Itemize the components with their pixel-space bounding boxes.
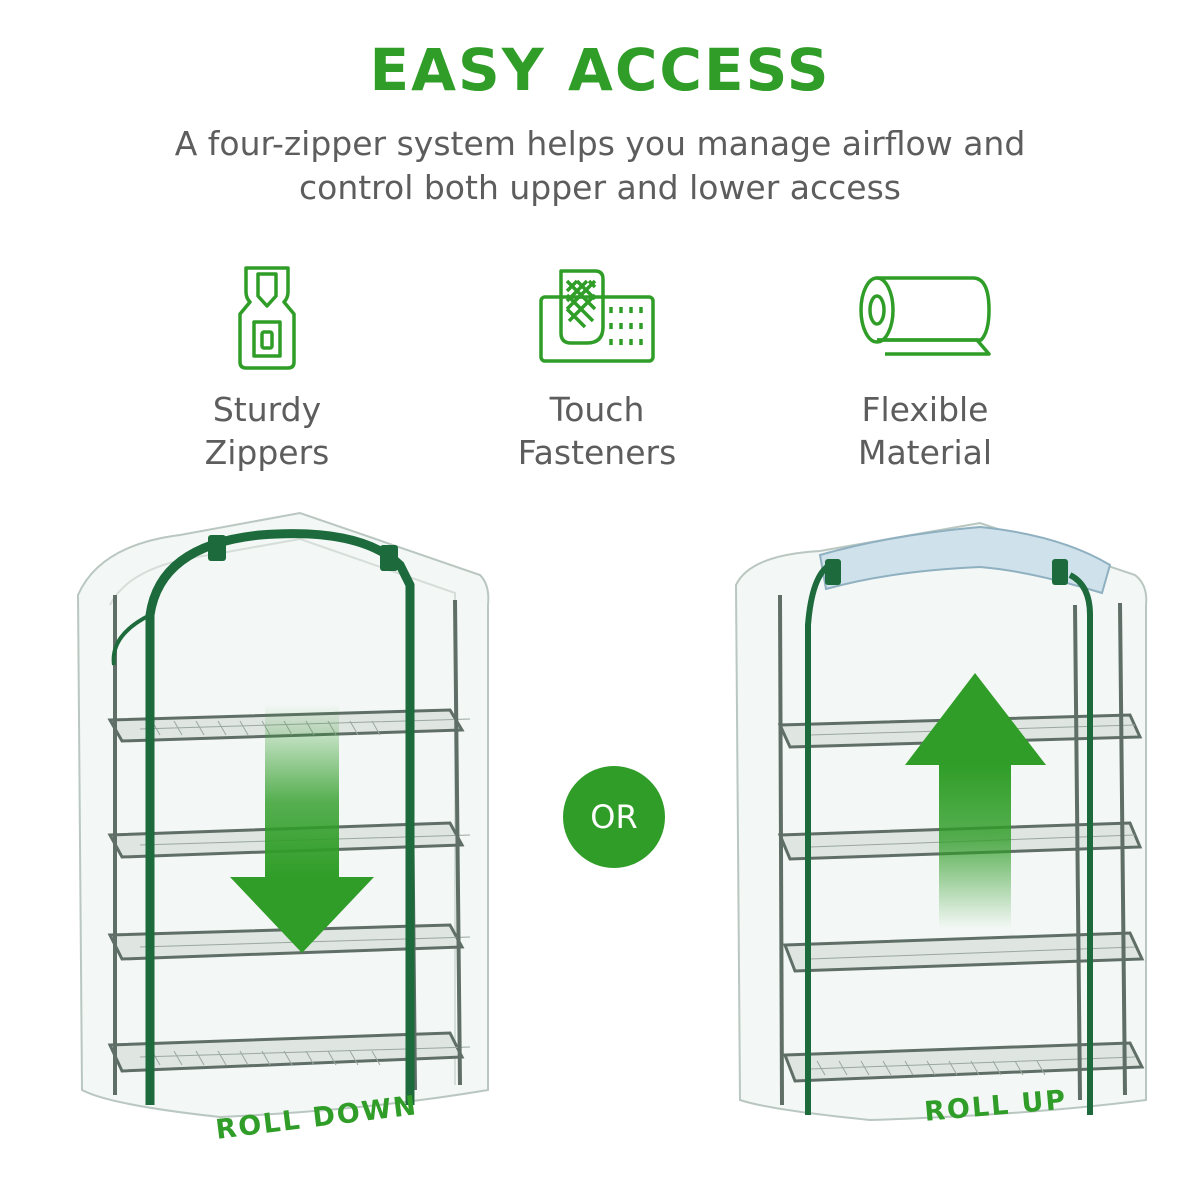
arrow-down-icon [230,705,374,953]
feature-label: Sturdy Zippers [204,390,330,472]
subtitle-line-2: control both upper and lower access [298,168,901,207]
frame-posts [778,594,1127,1106]
rolled-panel [818,525,1112,595]
material-roll-icon [795,262,1055,372]
greenhouse-roll-up [734,521,1148,1122]
roll-tie [1052,559,1068,585]
feature-label: Touch Fasteners [517,390,677,472]
touch-fastener-icon [467,262,727,372]
feature-touch-fasteners: Touch Fasteners [467,262,727,474]
greenhouse-roll-down [76,511,490,1119]
subtitle-line-1: A four-zipper system helps you manage ai… [174,124,1026,163]
feature-label: Flexible Material [857,390,993,472]
page-subtitle: A four-zipper system helps you manage ai… [100,122,1100,210]
zipper-icon [137,262,397,372]
roll-tie [825,559,841,585]
feature-sturdy-zippers: Sturdy Zippers [137,262,397,474]
arrow-up-icon [905,673,1046,928]
page-title: EASY ACCESS [369,36,831,104]
or-badge: OR [563,766,665,868]
feature-flexible-material: Flexible Material [795,262,1055,474]
roll-tie [380,545,398,571]
roll-tie [208,535,226,561]
